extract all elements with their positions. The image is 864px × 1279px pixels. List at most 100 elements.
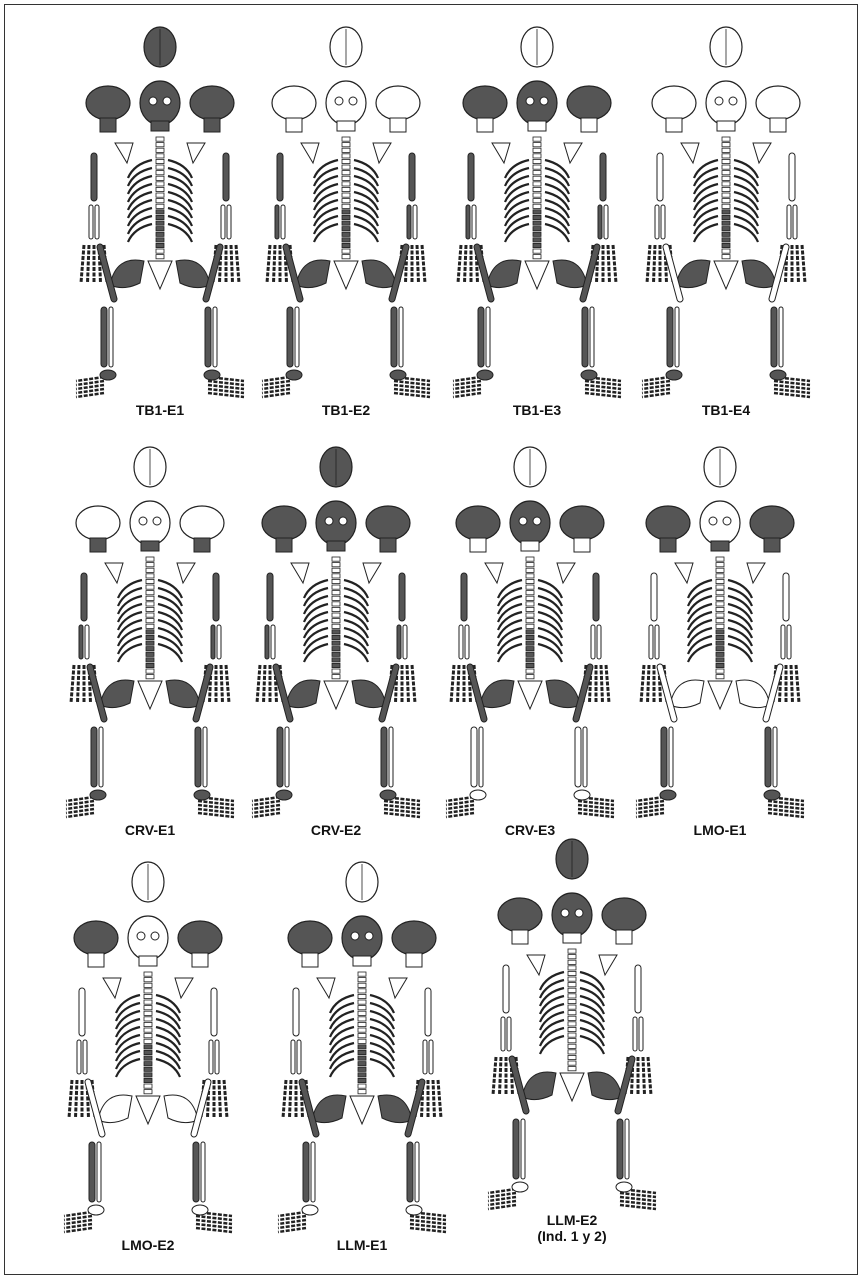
calcaneus-right <box>406 1205 422 1215</box>
panel-label: LLM-E1 <box>277 1237 447 1253</box>
vertebra <box>526 602 534 606</box>
radius-left <box>649 625 653 659</box>
vertebra <box>332 663 340 667</box>
finger-left <box>71 665 74 703</box>
finger-left <box>78 665 80 703</box>
ulna-left <box>83 1040 87 1074</box>
vertebra <box>716 602 724 606</box>
vertebra <box>146 641 154 645</box>
mandible-frontal <box>521 541 539 551</box>
ulna-right <box>217 625 221 659</box>
finger-left <box>465 245 467 283</box>
vertebra <box>342 182 350 186</box>
skeleton-diagram <box>251 445 421 820</box>
sacrum <box>708 681 732 709</box>
vertebra <box>332 591 340 595</box>
ulna-right <box>215 1040 219 1074</box>
os-coxae-left <box>312 1095 346 1123</box>
vertebra <box>716 613 724 617</box>
ulna-right <box>597 625 601 659</box>
vertebra <box>722 165 730 169</box>
vertebra <box>332 563 340 567</box>
sacrum <box>136 1096 160 1124</box>
vertebra <box>722 227 730 231</box>
mandible-lateral-right <box>390 118 406 132</box>
vertebra <box>342 215 350 219</box>
vertebra <box>146 574 154 578</box>
humerus-right <box>211 988 217 1036</box>
vertebra <box>722 204 730 208</box>
scapula-left <box>681 143 699 163</box>
os-coxae-right <box>546 680 580 708</box>
finger-left <box>290 1080 292 1118</box>
mandible-lateral-left <box>666 118 682 132</box>
vertebra <box>156 182 164 186</box>
toe-left <box>453 377 481 381</box>
sacrum <box>148 261 172 289</box>
finger-right <box>221 665 223 703</box>
orbit-left <box>137 932 145 940</box>
os-coxae-left <box>286 680 320 708</box>
vertebra <box>722 193 730 197</box>
tibia-right <box>617 1119 623 1179</box>
femur-right <box>583 247 597 299</box>
os-coxae-right <box>588 1072 622 1100</box>
vertebra <box>568 1061 576 1065</box>
panel-label: TB1-E4 <box>641 402 811 418</box>
vertebra <box>568 983 576 987</box>
vertebra <box>342 199 350 203</box>
femur-left <box>286 247 300 299</box>
vertebra <box>146 563 154 567</box>
vertebra <box>722 148 730 152</box>
skeleton-diagram <box>75 25 245 400</box>
vertebra <box>156 210 164 214</box>
vertebra <box>144 989 152 993</box>
scapula-right <box>177 563 195 583</box>
tibia-right <box>575 727 581 787</box>
sacrum <box>350 1096 374 1124</box>
os-coxae-left <box>98 1095 132 1123</box>
humerus-right <box>593 573 599 621</box>
vertebra <box>533 243 541 247</box>
radius-right <box>598 205 602 239</box>
humerus-right <box>783 573 789 621</box>
vertebra <box>358 1067 366 1071</box>
scapula-left <box>291 563 309 583</box>
radius-left <box>89 205 93 239</box>
vertebra <box>342 243 350 247</box>
scapula-left <box>115 143 133 163</box>
skeleton-panel-tb1-e3: TB1-E3 <box>452 25 622 420</box>
skull-lateral-right <box>376 86 420 120</box>
vertebra <box>533 227 541 231</box>
calcaneus-right <box>581 370 597 380</box>
vertebra <box>332 579 340 583</box>
vertebra <box>358 1090 366 1094</box>
vertebra <box>526 658 534 662</box>
calcaneus-left <box>666 370 682 380</box>
skull-lateral-left <box>646 506 690 540</box>
skull-lateral-right <box>756 86 800 120</box>
orbit-left <box>335 97 343 105</box>
femur-right <box>382 667 396 719</box>
skeleton-diagram <box>445 445 615 820</box>
os-coxae-left <box>670 680 704 708</box>
calcaneus-right <box>204 370 220 380</box>
femur-left <box>100 247 114 299</box>
vertebra <box>526 607 534 611</box>
vertebra <box>156 143 164 147</box>
ulna-right <box>793 205 797 239</box>
vertebra <box>568 949 576 953</box>
ulna-left <box>661 205 665 239</box>
vertebra <box>716 663 724 667</box>
fibula-left <box>521 1119 525 1179</box>
calcaneus-left <box>100 370 116 380</box>
skull-lateral-left <box>498 898 542 932</box>
scapula-left <box>492 143 510 163</box>
scapula-left <box>527 955 545 975</box>
humerus-left <box>651 573 657 621</box>
orbit-left <box>149 97 157 105</box>
panel-label: LMO-E1 <box>635 822 805 838</box>
vertebra <box>332 574 340 578</box>
fibula-left <box>669 727 673 787</box>
mandible-lateral-left <box>660 538 676 552</box>
